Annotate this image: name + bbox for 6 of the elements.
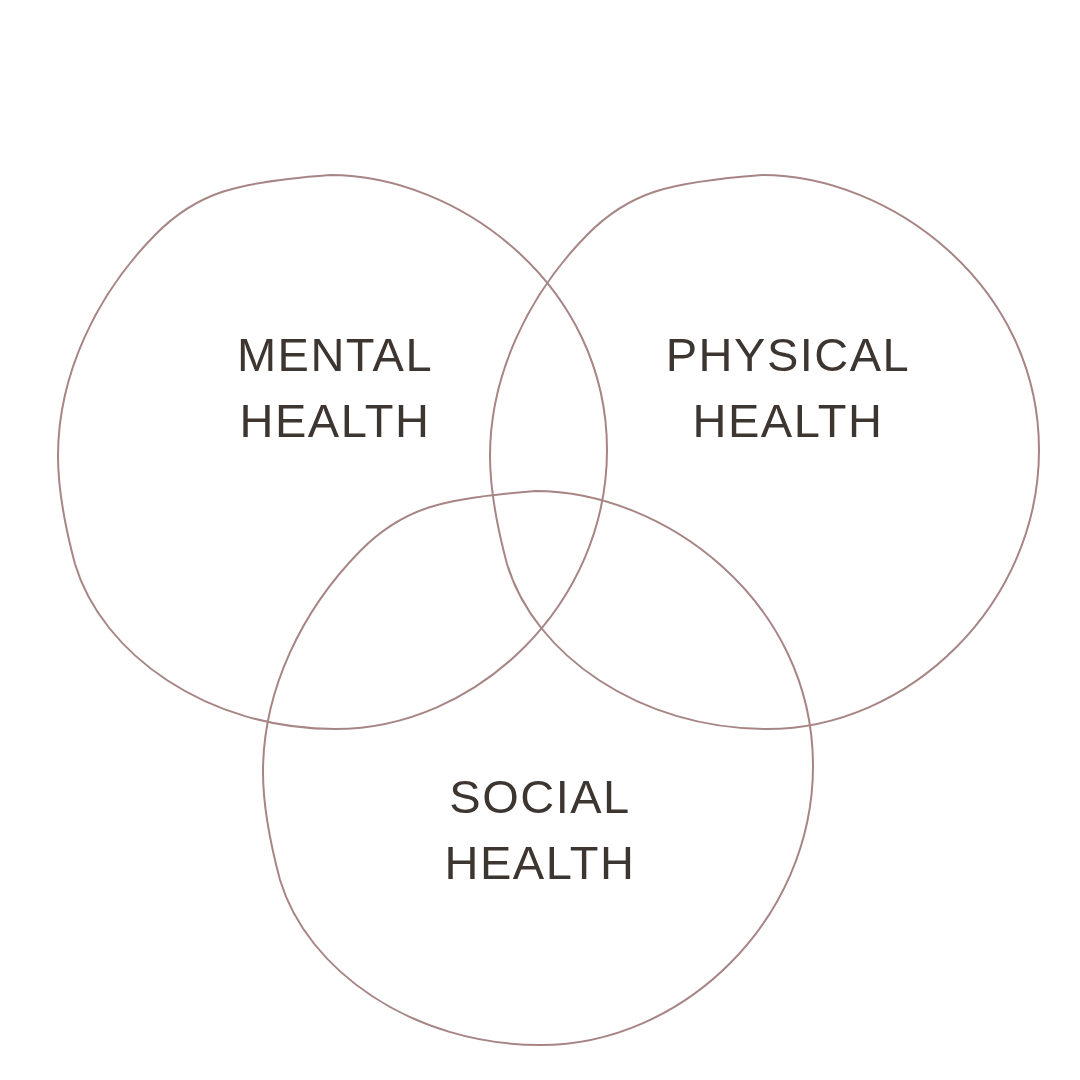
circle-label: PHYSICAL HEALTH	[664, 327, 912, 449]
venn-circle	[489, 174, 1040, 730]
circle-label: MENTAL HEALTH	[235, 327, 435, 449]
venn-circle	[57, 174, 608, 730]
venn-circle	[262, 490, 814, 1046]
circle-label: SOCIAL HEALTH	[443, 769, 637, 891]
